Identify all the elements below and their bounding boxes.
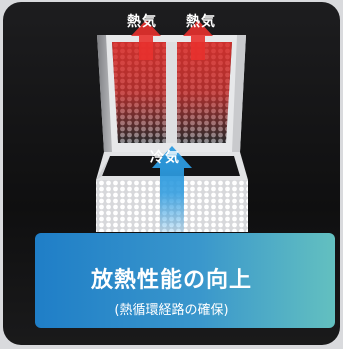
cold-air-label: 冷気	[150, 150, 180, 166]
cold-air-arrow	[152, 146, 192, 168]
heat-dissipation-banner	[35, 233, 335, 328]
banner-title: 放熱性能の向上	[90, 268, 252, 293]
hot-air-label-left: 熱気	[127, 14, 157, 30]
hot-air-arrow-left	[131, 20, 161, 60]
banner-subtitle: (熱循環経路の確保)	[114, 303, 229, 318]
hot-air-arrow-right	[183, 20, 213, 60]
hot-air-label-right: 熱気	[186, 14, 216, 30]
